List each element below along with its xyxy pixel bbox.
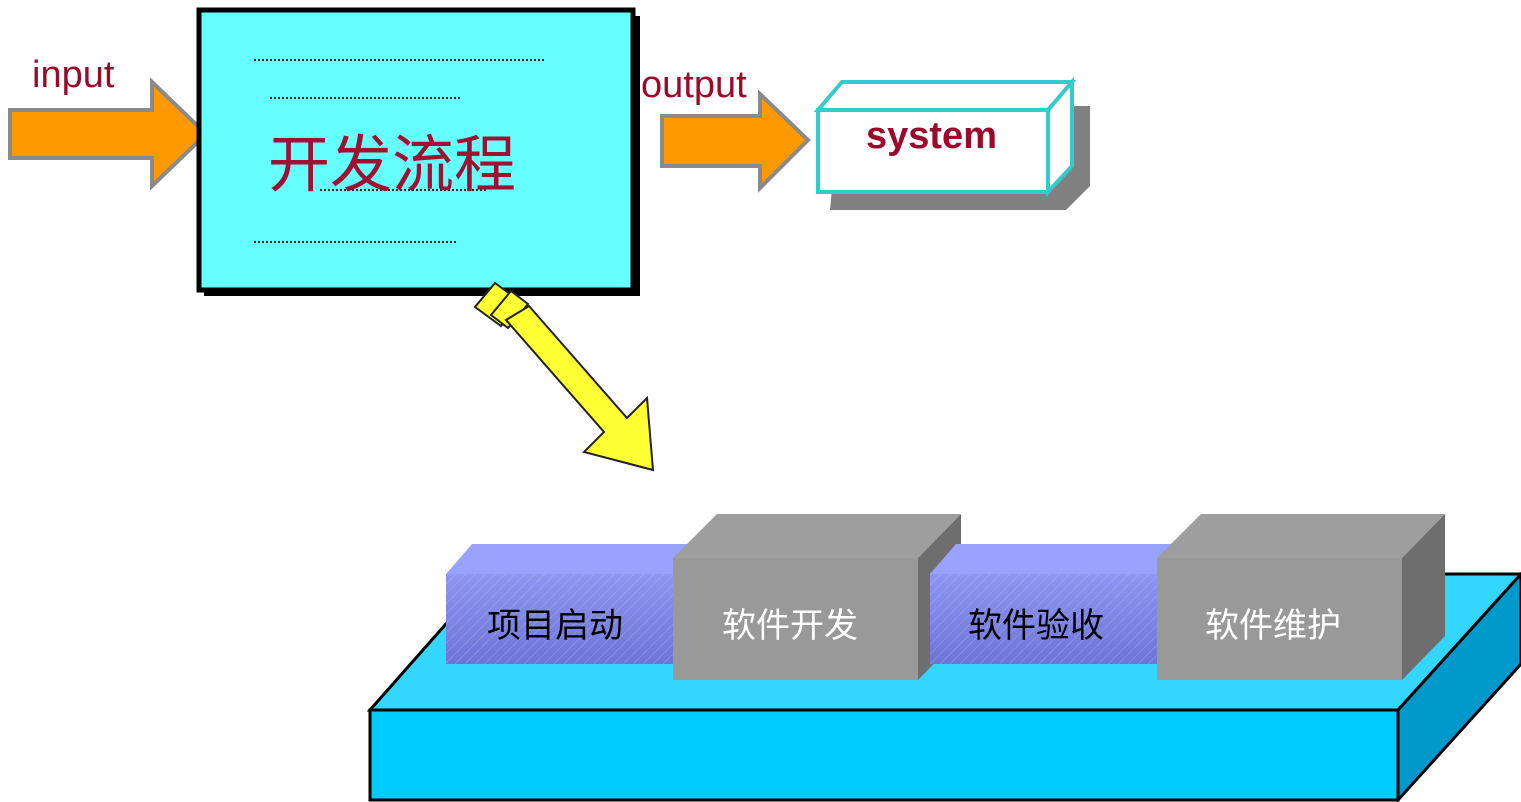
- stage-block-2: [673, 514, 961, 680]
- stage-label-software-development: 软件开发: [722, 606, 858, 646]
- input-arrow: [8, 77, 209, 191]
- process-dotted-lines: [254, 59, 546, 243]
- input-label: input: [32, 54, 115, 96]
- stage-block-1: [446, 544, 712, 664]
- stage-label-software-maintenance: 软件维护: [1205, 606, 1341, 646]
- system-box: [813, 76, 1090, 210]
- output-arrow: [660, 89, 811, 193]
- stage-label-project-start: 项目启动: [487, 606, 623, 646]
- stage-block-3: [930, 544, 1196, 664]
- output-label: output: [641, 64, 747, 106]
- system-label: system: [866, 115, 997, 157]
- stage-label-software-acceptance: 软件验收: [968, 606, 1104, 646]
- yellow-down-arrow: [473, 281, 655, 472]
- stage-block-4: [1157, 514, 1445, 680]
- process-title: 开发流程: [268, 128, 517, 201]
- process-box: [196, 7, 636, 293]
